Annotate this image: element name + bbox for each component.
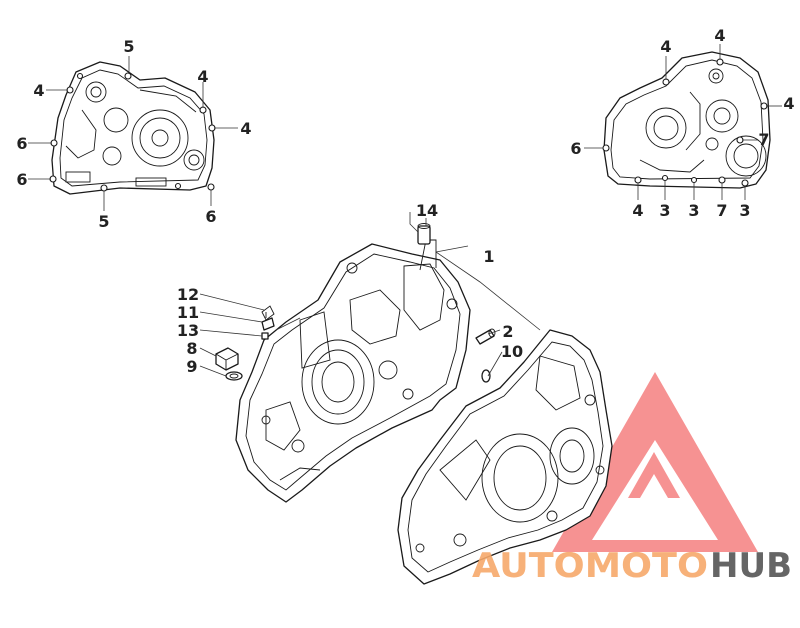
- callout-6-bottom-right: 6: [205, 207, 216, 226]
- fitting-12: [261, 305, 275, 321]
- left-crankcase-view: 5 4 4 4 6 6 5 6: [16, 37, 251, 231]
- fitting-11: [261, 312, 275, 331]
- callout-5-bottom: 5: [98, 212, 109, 231]
- callout-12: 12: [177, 285, 199, 304]
- o-ring-10: [481, 369, 491, 383]
- dowel-pin-14: [417, 223, 431, 245]
- callout-13: 13: [177, 321, 199, 340]
- left-bolts: [49, 72, 216, 192]
- main-crankcase-assembly: 14 1 2 10 12 11 13 8 9: [177, 201, 613, 585]
- callout-4-bottom: 4: [632, 201, 643, 220]
- dowel-pin-2: [475, 328, 496, 345]
- callout-7-right: 7: [758, 130, 769, 149]
- automotohub-watermark-text: AUTOMOTO HUB: [472, 546, 792, 586]
- callout-4-right: 4: [783, 94, 794, 113]
- fitting-13: [261, 332, 269, 340]
- callout-3-bottom-b: 3: [688, 201, 699, 220]
- callout-4-right: 4: [240, 119, 251, 138]
- callout-1: 1: [483, 247, 494, 266]
- callout-14: 14: [416, 201, 438, 220]
- watermark-triangle: [552, 372, 758, 552]
- callout-5-top: 5: [123, 37, 134, 56]
- callout-9: 9: [186, 357, 197, 376]
- watermark-text-hub: HUB: [710, 546, 792, 586]
- callout-4-top-left: 4: [660, 37, 671, 56]
- right-crankcase-view: 4 4 4 7 6 4 3 3 7 3: [570, 26, 794, 220]
- callout-4-top: 4: [714, 26, 725, 45]
- main-leader-lines: [199, 212, 541, 377]
- callout-4-upper-right: 4: [197, 67, 208, 86]
- washer-9: [225, 371, 243, 381]
- right-crankcase-half: [397, 329, 613, 585]
- callout-4-left: 4: [33, 81, 44, 100]
- watermark-triangle-inner: [628, 452, 680, 498]
- callout-6-mid-left: 6: [16, 134, 27, 153]
- callout-2: 2: [502, 322, 513, 341]
- callout-8: 8: [186, 339, 197, 358]
- right-leader-lines: [584, 44, 782, 200]
- left-leader-lines: [28, 56, 238, 211]
- callout-6-low-left: 6: [16, 170, 27, 189]
- callout-11: 11: [177, 303, 199, 322]
- callout-3-bottom-a: 3: [659, 201, 670, 220]
- callout-7-bottom: 7: [716, 201, 727, 220]
- callout-10: 10: [501, 342, 523, 361]
- callout-6-left: 6: [570, 139, 581, 158]
- callout-3-bottom-c: 3: [739, 201, 750, 220]
- watermark-text-automoto: AUTOMOTO: [472, 546, 708, 586]
- drain-plug-8: [215, 347, 239, 371]
- automotohub-watermark: [552, 372, 758, 552]
